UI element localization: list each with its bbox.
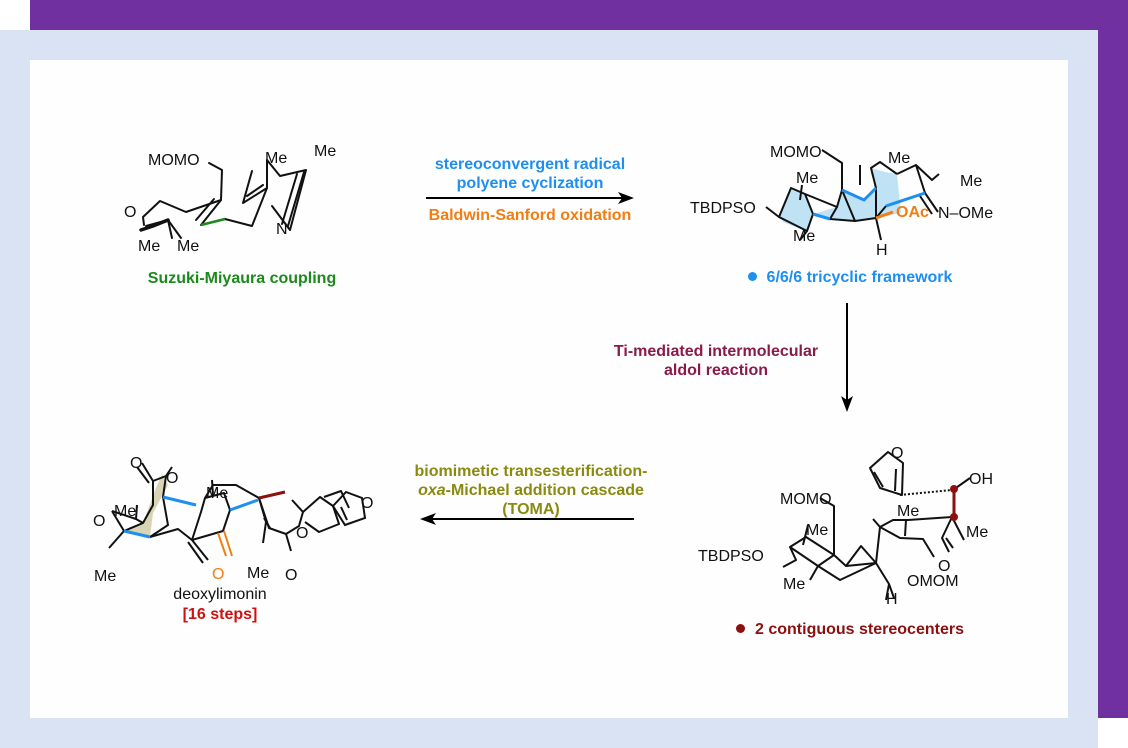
compound-2-structure <box>765 149 940 241</box>
c2-label-me: Me <box>796 170 818 187</box>
c1-label-me: Me <box>265 150 287 167</box>
c4-label-o-carbonyl: O <box>285 567 297 584</box>
bullet-dot-icon <box>747 272 757 281</box>
stereocenters-caption-text: 2 contiguous stereocenters <box>755 621 964 638</box>
c3-label-o-furan: O <box>891 445 903 462</box>
compound-1-labels: MOMO Me Me O Me Me N <box>124 143 336 255</box>
stereocenter-dot <box>950 485 958 493</box>
c2-label-momo: MOMO <box>770 144 822 161</box>
c1-chain-nitrile <box>266 159 307 231</box>
c4-label-me: Me <box>206 485 228 502</box>
step-1-label-bottom: Baldwin-Sanford oxidation <box>428 207 632 224</box>
c3-label-o-ketone: O <box>938 558 950 575</box>
c2-label-me: Me <box>888 150 910 167</box>
step-2-line-1: Ti-mediated intermolecular <box>613 343 819 360</box>
c3-label-me: Me <box>806 522 828 539</box>
step-3-line-1: biomimetic transesterification- <box>414 463 648 480</box>
step-3-label: biomimetic transesterification- oxa-Mich… <box>396 462 666 519</box>
arrow-left-step-3 <box>420 513 634 525</box>
c3-label-omom: OMOM <box>907 573 959 590</box>
c3-label-oh: OH <box>969 471 993 488</box>
c4-furan-ring <box>331 490 367 527</box>
c4-label-o-lactone: O <box>296 525 308 542</box>
c2-label-n-ome: N–OMe <box>938 205 993 222</box>
stereocenter-dot <box>950 513 958 521</box>
step-1-line-2: polyene cyclization <box>456 175 604 192</box>
c3-label-momo: MOMO <box>780 491 832 508</box>
step-count-badge: [16 steps] <box>182 606 258 623</box>
suzuki-caption: Suzuki-Miyaura coupling <box>147 270 337 287</box>
step-1-label-top: stereoconvergent radical polyene cycliza… <box>400 155 660 193</box>
c3-label-h: H <box>886 591 898 608</box>
c3-label-tbdpso: TBDPSO <box>698 548 764 565</box>
step-2-label: Ti-mediated intermolecular aldol reactio… <box>596 342 836 380</box>
c1-label-n: N <box>276 221 288 238</box>
step-3-line-2-rest: -Michael addition cascade <box>445 482 644 499</box>
c4-label-o: O <box>166 470 178 487</box>
tricyclic-caption: 6/6/6 tricyclic framework <box>720 268 980 287</box>
c1-chain-left <box>142 162 223 226</box>
c1-alkene-b <box>195 198 215 221</box>
c3-label-me: Me <box>966 524 988 541</box>
c2-label-me: Me <box>793 228 815 245</box>
c1-label-me: Me <box>177 238 199 255</box>
c1-ring-alkene <box>242 170 268 204</box>
c2-label-me: Me <box>960 173 982 190</box>
compound-4-labels: O O O Me Me Me Me O O O O <box>93 455 373 585</box>
c1-label-momo: MOMO <box>148 152 200 169</box>
c1-label-me: Me <box>138 238 160 255</box>
c4-label-o-ketone: O <box>212 566 224 583</box>
step-2-line-2: aldol reaction <box>663 362 769 379</box>
c1-chain-right <box>224 159 268 227</box>
c1-suzuki-bond <box>200 217 226 227</box>
c2-label-oac: OAc <box>896 204 929 221</box>
compound-3-labels: O OH MOMO TBDPSO Me Me Me Me O OMOM H <box>698 445 993 608</box>
tricyclic-caption-text: 6/6/6 tricyclic framework <box>766 269 953 286</box>
c1-label-o: O <box>124 204 136 221</box>
c4-label-me: Me <box>247 565 269 582</box>
step-3-line-3: (TOMA) <box>502 501 560 518</box>
compound-1-structure <box>139 159 307 239</box>
c4-label-me: Me <box>94 568 116 585</box>
bullet-dot-icon <box>736 624 746 633</box>
diagram-panel <box>30 60 1068 718</box>
c4-label-o-epoxide: O <box>93 513 105 530</box>
compound-3-stereocenter-bond <box>950 485 958 521</box>
compound-4-structure <box>108 462 350 564</box>
c2-label-h: H <box>876 242 888 259</box>
c1-alkene-a <box>200 199 222 226</box>
c1-label-me: Me <box>314 143 336 160</box>
step-3-line-2: oxa-Michael addition cascade <box>396 481 666 500</box>
compound-2-labels: MOMO TBDPSO Me Me Me Me OAc N–OMe H <box>690 144 993 259</box>
c3-label-me: Me <box>783 576 805 593</box>
c3-label-me: Me <box>897 503 919 520</box>
step-3-oxa-italic: oxa <box>418 482 446 499</box>
step-1-line-1: stereoconvergent radical <box>434 156 626 173</box>
arrow-down-step-2 <box>841 303 853 412</box>
compound-3-structure <box>782 451 971 601</box>
c4-label-o: O <box>130 455 142 472</box>
c4-label-me: Me <box>114 503 136 520</box>
stereocenters-caption: 2 contiguous stereocenters <box>720 620 980 639</box>
product-name: deoxylimonin <box>173 586 267 603</box>
arrow-right-step-1 <box>426 192 634 204</box>
c2-label-tbdpso: TBDPSO <box>690 200 756 217</box>
